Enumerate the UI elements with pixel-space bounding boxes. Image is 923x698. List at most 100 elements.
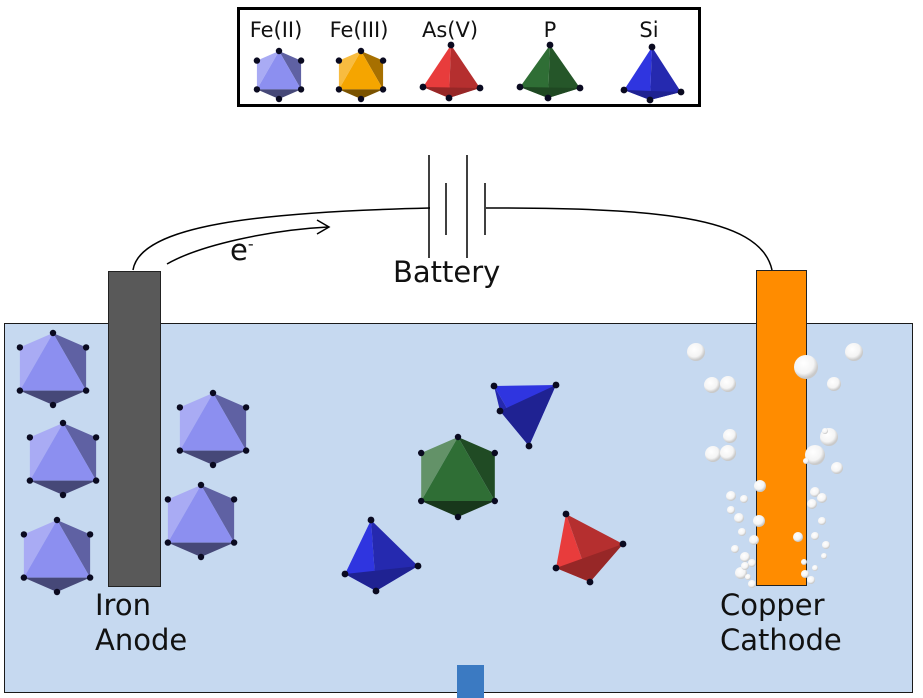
gas-bubble (748, 580, 756, 588)
vertex-atom (367, 516, 375, 524)
vertex-atom (496, 407, 504, 415)
gas-bubble (705, 446, 721, 462)
gas-bubble (827, 377, 841, 391)
gas-bubble (811, 532, 819, 540)
vertex-atom (49, 401, 57, 409)
gas-bubble (731, 545, 739, 553)
gas-bubble (810, 487, 820, 497)
vertex-atom (648, 43, 656, 51)
vertex-atom (576, 84, 584, 92)
vertex-atom (53, 588, 61, 596)
vertex-atom (26, 477, 34, 484)
vertex-atom (176, 447, 184, 454)
vertex-atom (357, 47, 365, 55)
fe2-octahedron (26, 419, 100, 499)
p-octahedron-like (418, 433, 498, 521)
legend-icon-si (620, 43, 685, 104)
gas-bubble (748, 559, 756, 567)
vertex-atom (253, 57, 261, 64)
wire-left (132, 207, 431, 271)
gas-bubble (754, 480, 766, 492)
vertex-atom (586, 578, 594, 586)
vertex-atom (209, 389, 217, 397)
vertex-atom (209, 461, 217, 469)
vertex-atom (297, 86, 305, 93)
vertex-atom (419, 83, 427, 91)
vertex-atom (476, 84, 484, 92)
gas-bubble (720, 445, 736, 461)
vertex-atom (16, 387, 24, 394)
vertex-atom (92, 477, 100, 484)
cathode-label: Copper Cathode (720, 588, 842, 658)
vertex-atom (372, 587, 380, 595)
arrowhead-icon (316, 219, 331, 235)
fe2-octahedron (164, 481, 238, 561)
legend-icon-as5 (419, 41, 484, 102)
vertex-atom (418, 449, 425, 457)
gas-bubble (822, 428, 828, 434)
vertex-atom (242, 447, 250, 454)
gas-bubble (740, 495, 748, 503)
gas-bubble (740, 552, 750, 562)
vertex-atom (164, 539, 172, 546)
gas-bubble (807, 576, 815, 584)
gas-bubble (812, 565, 818, 571)
gas-bubble (726, 491, 736, 501)
gas-bubble (738, 528, 746, 536)
legend-label-as5: As(V) (421, 18, 479, 42)
vertex-atom (82, 387, 90, 394)
legend-label-fe3: Fe(III) (329, 18, 389, 42)
gas-bubble (821, 553, 827, 559)
vertex-atom (197, 553, 205, 561)
anode-label-line1: Iron (95, 588, 151, 622)
gas-bubble (818, 517, 826, 525)
battery-label: Battery (393, 255, 501, 289)
fe2-octahedron (176, 389, 250, 469)
electron-label: e- (230, 233, 254, 268)
battery-symbol-icon (428, 155, 486, 258)
gas-bubble (735, 567, 747, 579)
gas-bubble (817, 493, 827, 503)
vertex-atom (59, 419, 67, 427)
gas-bubble (734, 513, 744, 523)
vertex-atom (242, 404, 250, 411)
vertex-atom (86, 531, 94, 538)
vertex-atom (552, 381, 560, 389)
electron-symbol: e (230, 233, 248, 267)
vertex-atom (619, 540, 627, 548)
vertex-atom (357, 95, 365, 103)
vertex-atom (230, 496, 238, 503)
gas-bubble (801, 570, 809, 578)
vertex-atom (562, 510, 570, 518)
legend-icon-fe2 (253, 47, 305, 103)
electron-charge: - (247, 234, 254, 254)
vertex-atom (20, 531, 28, 538)
vertex-atom (275, 95, 283, 103)
gas-bubble (745, 574, 751, 580)
vertex-atom (197, 481, 205, 489)
legend-label-si: Si (639, 18, 659, 42)
gas-bubble (687, 343, 705, 361)
fe2-octahedron (20, 516, 94, 596)
vertex-atom (454, 433, 462, 441)
gas-bubble (803, 458, 809, 464)
vertex-atom (546, 41, 554, 49)
vertex-atom (20, 574, 28, 581)
vertex-atom (491, 497, 498, 505)
gas-bubble (801, 559, 807, 565)
anode-label-line2: Anode (95, 622, 188, 657)
vertex-atom (525, 442, 533, 450)
vertex-atom (16, 344, 24, 351)
gas-bubble (794, 355, 818, 379)
vertex-atom (414, 562, 422, 570)
si-tetrahedron (341, 516, 422, 595)
legend-icon-p (516, 41, 584, 102)
legend-label-fe2: Fe(II) (249, 18, 303, 42)
vertex-atom (677, 88, 685, 96)
vertex-atom (646, 96, 654, 104)
vertex-atom (454, 513, 462, 521)
fe2-octahedron (16, 329, 90, 409)
vertex-atom (59, 491, 67, 499)
wire-right (485, 207, 773, 271)
